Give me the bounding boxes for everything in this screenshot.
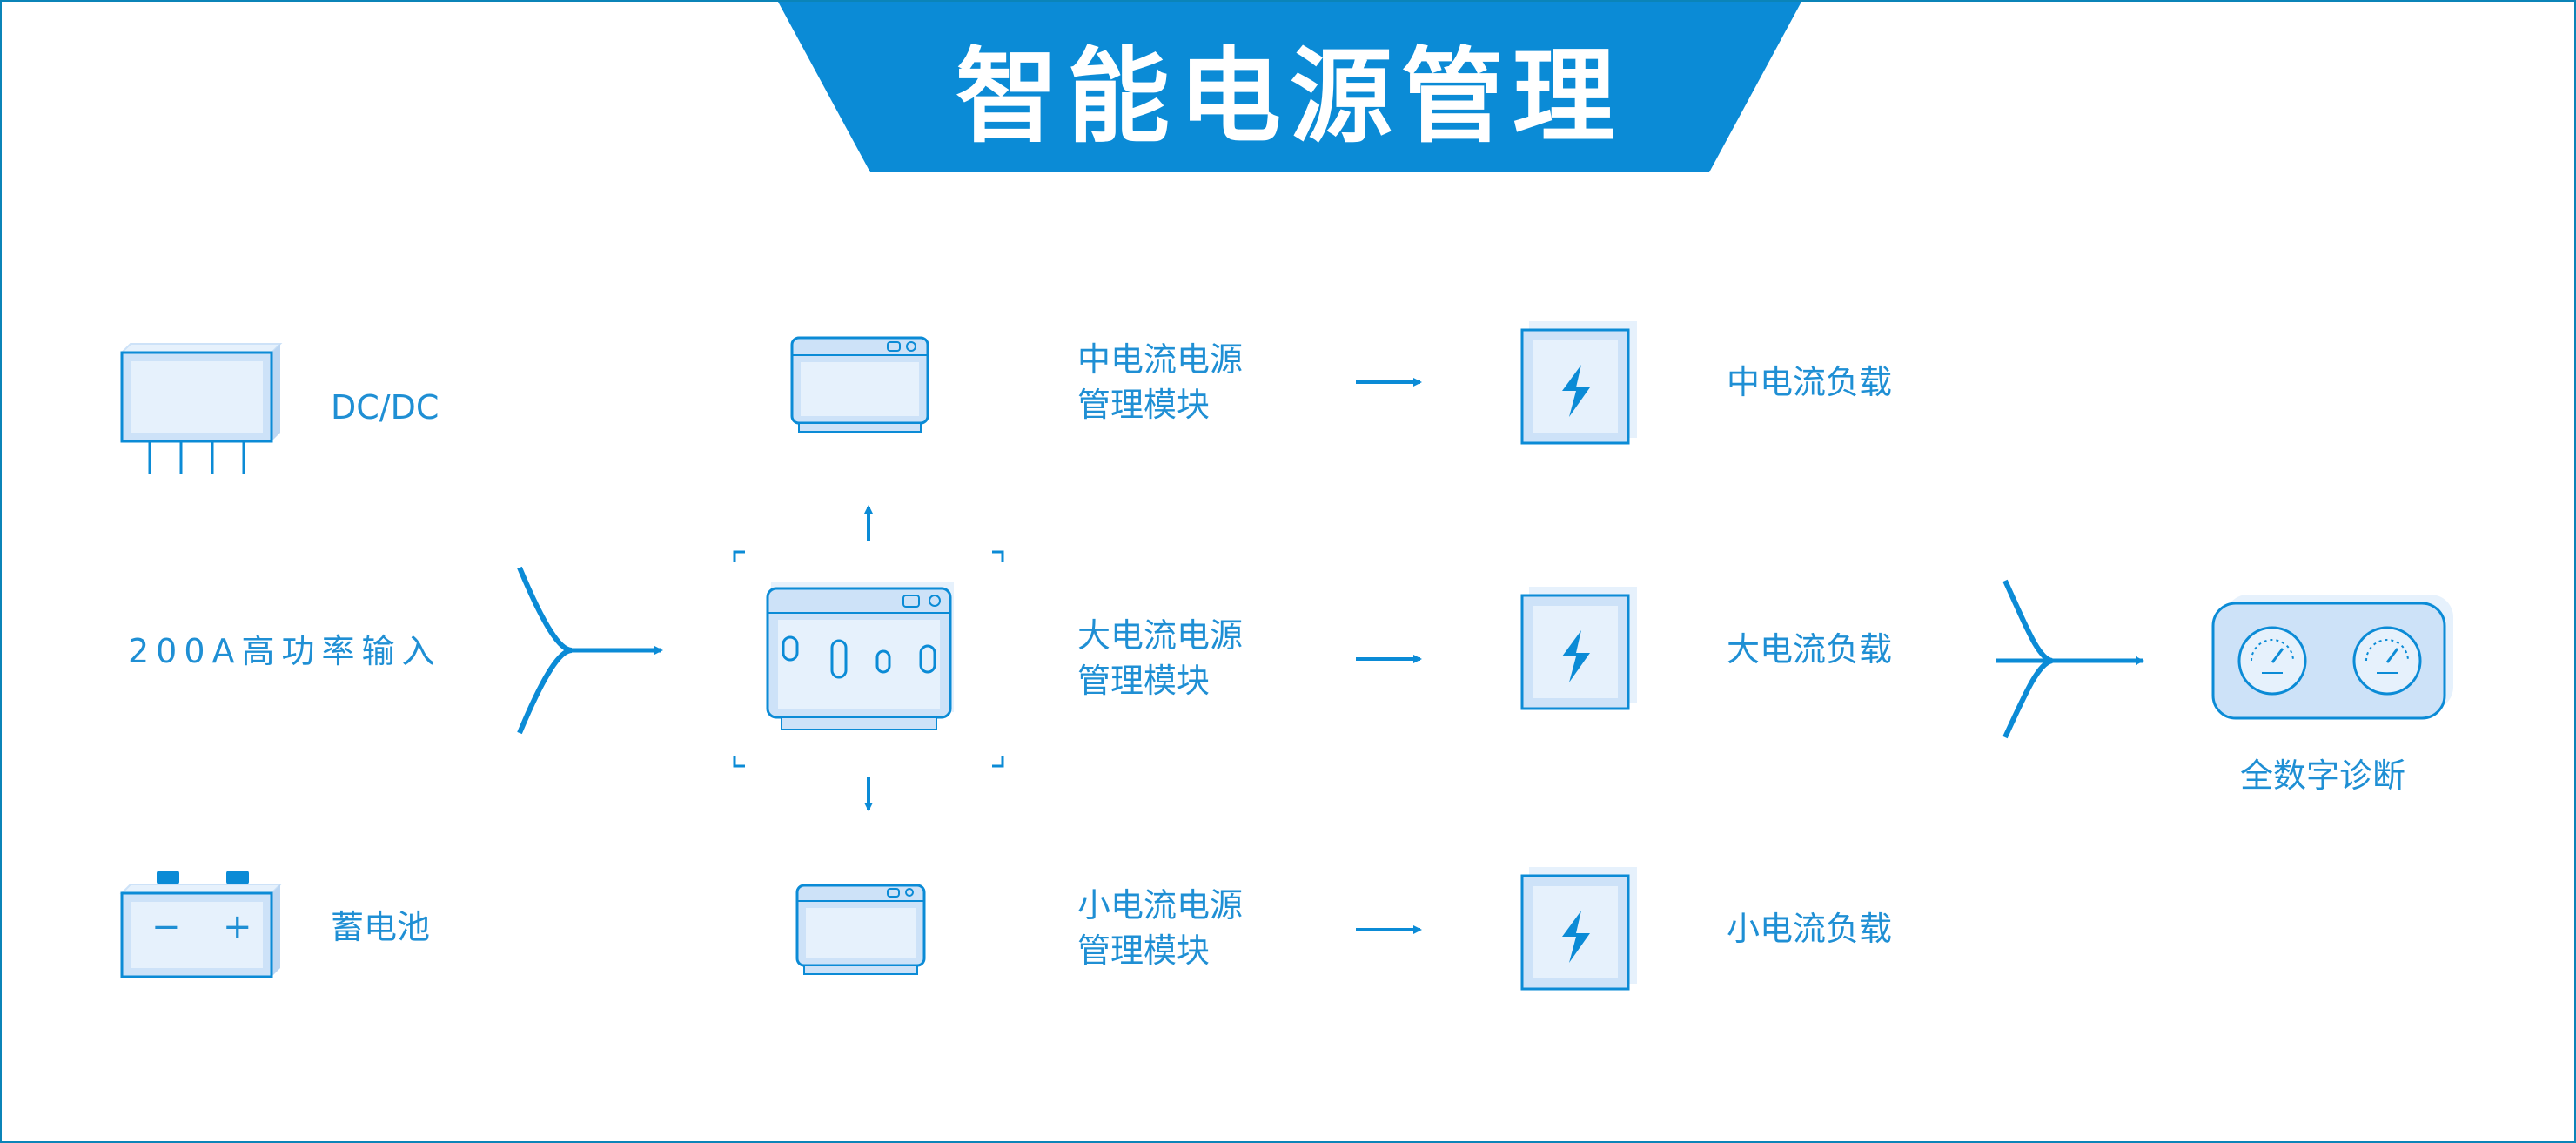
title-banner [778, 2, 1801, 172]
battery-icon [119, 871, 283, 978]
small-module-label-line2: 管理模块 [1077, 931, 1211, 970]
page-title: 智能电源管理 [955, 36, 1624, 157]
dcdc-label: DC/DC [331, 388, 439, 427]
small-load-lightning-icon [1520, 867, 1637, 991]
battery-minus-sign: − [151, 907, 181, 947]
large-module-icon [733, 550, 1004, 768]
medium-module-label-line1: 中电流电源 [1077, 340, 1244, 379]
gauge-panel-icon [2211, 595, 2453, 720]
small-module-label-line1: 小电流电源 [1077, 886, 1244, 924]
battery-label: 蓄电池 [331, 908, 431, 946]
merge-arrow-diagnosis [1996, 579, 2144, 739]
battery-plus-sign: + [223, 907, 252, 947]
small-load-label: 小电流负载 [1727, 910, 1893, 948]
medium-module-label-line2: 管理模块 [1077, 386, 1211, 424]
large-load-label: 大电流负载 [1727, 630, 1893, 669]
small-module-icon [795, 884, 926, 975]
large-module-label: 大电流电源 管理模块 [1077, 613, 1243, 703]
dcdc-module-icon [119, 343, 283, 474]
power-input-label: 200A高功率输入 [128, 632, 442, 670]
large-module-label-line2: 管理模块 [1077, 662, 1211, 700]
medium-module-icon [790, 336, 929, 433]
medium-load-label: 中电流负载 [1727, 363, 1893, 401]
merge-arrow-input [517, 566, 663, 735]
diagnosis-label: 全数字诊断 [2240, 756, 2406, 795]
small-module-label: 小电流电源 管理模块 [1077, 883, 1243, 973]
medium-module-label: 中电流电源 管理模块 [1077, 337, 1243, 427]
large-module-label-line1: 大电流电源 [1077, 616, 1244, 655]
medium-load-lightning-icon [1520, 321, 1637, 445]
large-load-lightning-icon [1520, 587, 1637, 710]
